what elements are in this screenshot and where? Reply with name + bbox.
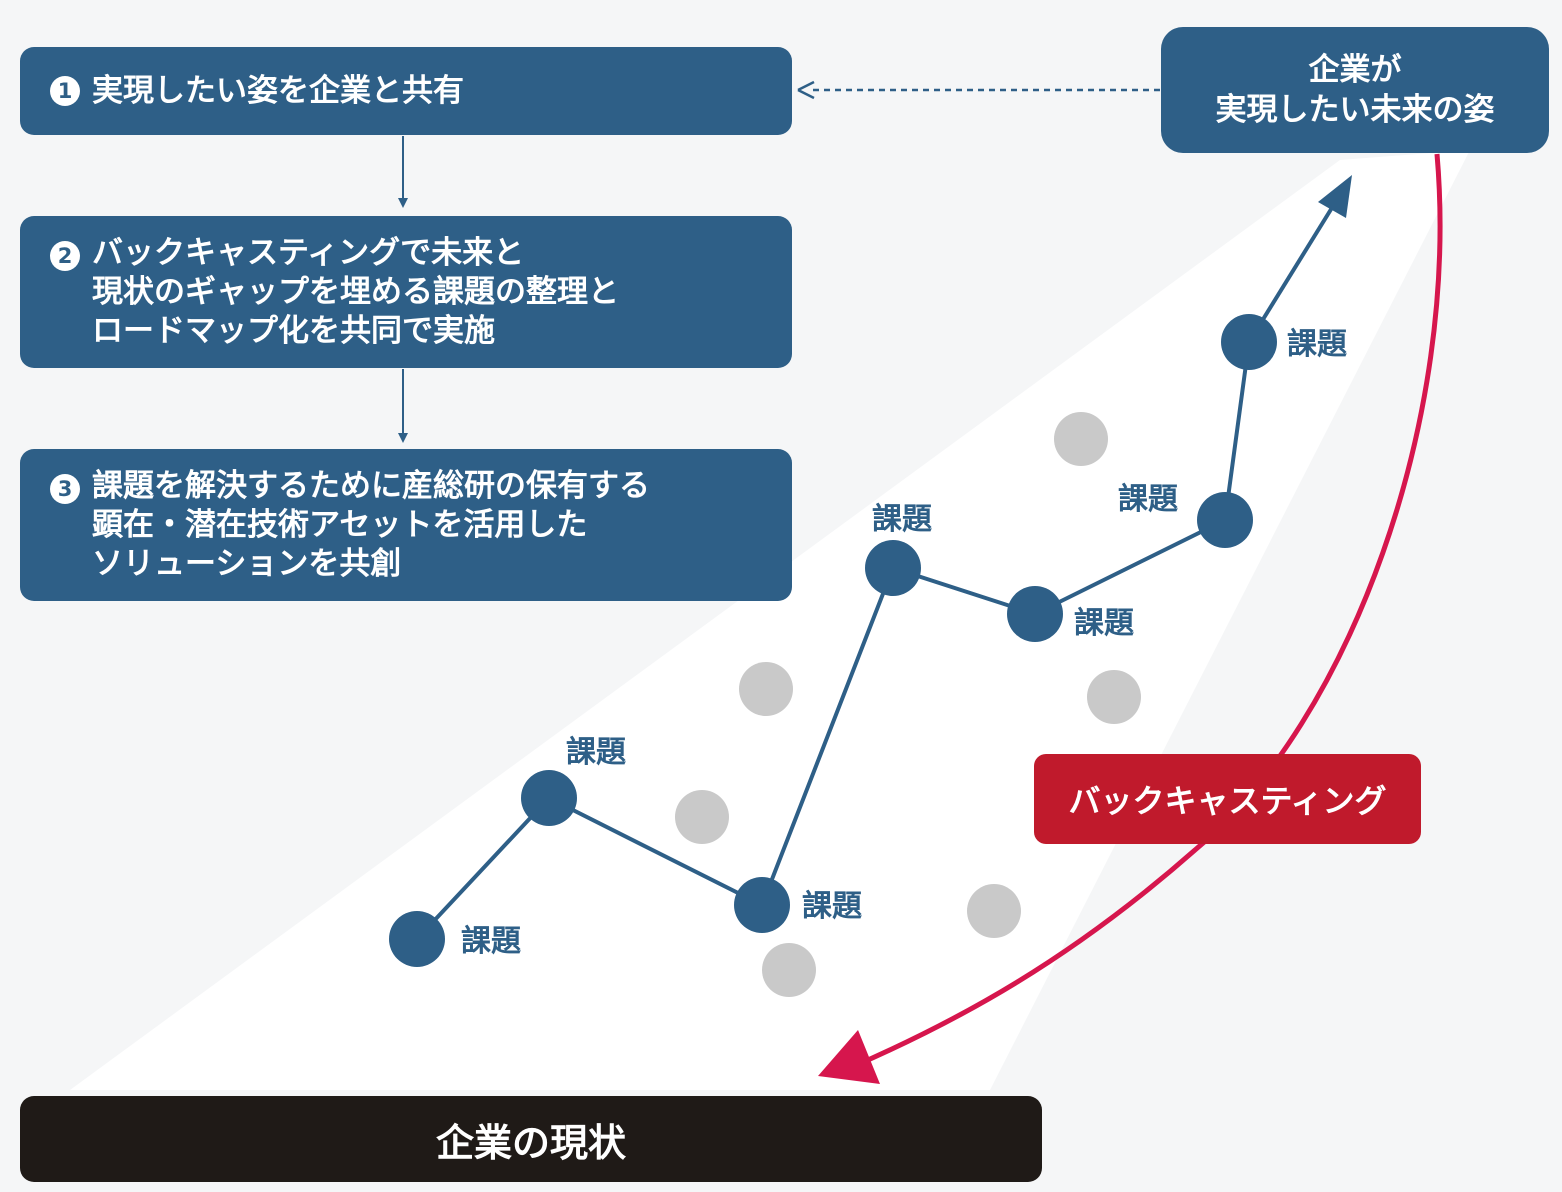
dashed-arrowhead bbox=[797, 80, 815, 100]
backcasting-arrowhead bbox=[818, 1030, 880, 1084]
background-wedge bbox=[70, 150, 1470, 1090]
step-2-text: バックキャスティングで未来と 現状のギャップを埋める課題の整理と ロードマップ化… bbox=[92, 234, 619, 349]
issue-label: 課題 bbox=[1118, 482, 1178, 517]
gray-dot bbox=[739, 662, 793, 716]
issue-node bbox=[389, 911, 445, 967]
step-3-box: 3 課題を解決するために産総研の保有する 顕在・潜在技術アセットを活用した ソリ… bbox=[20, 449, 792, 601]
gray-dot bbox=[967, 884, 1021, 938]
backcasting-label: バックキャスティング bbox=[1034, 754, 1421, 844]
gray-dot bbox=[675, 790, 729, 844]
issue-label: 課題 bbox=[802, 889, 862, 924]
issue-node bbox=[1197, 492, 1253, 548]
step-1-number: 1 bbox=[50, 76, 80, 106]
future-vision-box: 企業が 実現したい未来の姿 bbox=[1161, 27, 1549, 153]
issue-label: 課題 bbox=[1287, 327, 1347, 362]
step-2-box: 2 バックキャスティングで未来と 現状のギャップを埋める課題の整理と ロードマッ… bbox=[20, 216, 792, 368]
background-dots bbox=[675, 412, 1141, 997]
issue-nodes bbox=[389, 314, 1277, 967]
issue-label: 課題 bbox=[872, 502, 932, 537]
issue-node bbox=[1221, 314, 1277, 370]
gray-dot bbox=[762, 943, 816, 997]
issue-node bbox=[521, 770, 577, 826]
gray-dot bbox=[1087, 670, 1141, 724]
issue-label: 課題 bbox=[566, 735, 626, 770]
issue-path-arrowhead bbox=[1318, 175, 1352, 218]
issue-node bbox=[1007, 586, 1063, 642]
step-3-number: 3 bbox=[50, 474, 80, 504]
step-3-text: 課題を解決するために産総研の保有する 顕在・潜在技術アセットを活用した ソリュー… bbox=[92, 467, 650, 582]
issue-node bbox=[734, 877, 790, 933]
step-1-text: 実現したい姿を企業と共有 bbox=[92, 72, 464, 109]
gray-dot bbox=[1054, 412, 1108, 466]
issue-path-final-arrow bbox=[1247, 196, 1340, 344]
issue-node bbox=[865, 540, 921, 596]
current-state-bar: 企業の現状 bbox=[20, 1096, 1042, 1182]
issue-label: 課題 bbox=[461, 924, 521, 959]
step-2-number: 2 bbox=[50, 241, 80, 271]
issue-label: 課題 bbox=[1074, 606, 1134, 641]
step-1-box: 1 実現したい姿を企業と共有 bbox=[20, 47, 792, 135]
